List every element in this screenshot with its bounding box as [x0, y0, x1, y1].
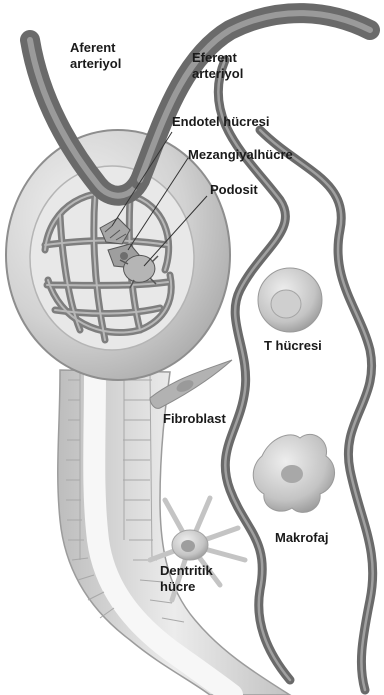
- label-dendritic-line1: Dentritik: [160, 563, 213, 579]
- label-afferent-line1: Aferent: [70, 40, 121, 56]
- label-podocyte: Podosit: [210, 182, 258, 198]
- label-dendritic-cell: Dentritik hücre: [160, 563, 213, 595]
- label-efferent-arteriole: Eferent arteriyol: [192, 50, 243, 82]
- label-mesangial-cell: Mezangiyalhücre: [188, 147, 293, 163]
- peritubular-capillary-right: [260, 130, 373, 690]
- label-t-cell: T hücresi: [264, 338, 322, 354]
- label-fibroblast: Fibroblast: [163, 411, 226, 427]
- macrophage: [253, 434, 334, 512]
- label-dendritic-line2: hücre: [160, 579, 213, 595]
- label-macrophage: Makrofaj: [275, 530, 328, 546]
- label-efferent-line1: Eferent: [192, 50, 243, 66]
- label-afferent-line2: arteriyol: [70, 56, 121, 72]
- label-endothelial-cell: Endotel hücresi: [172, 114, 270, 130]
- label-efferent-line2: arteriyol: [192, 66, 243, 82]
- label-afferent-arteriole: Aferent arteriyol: [70, 40, 121, 72]
- t-cell: [258, 268, 322, 332]
